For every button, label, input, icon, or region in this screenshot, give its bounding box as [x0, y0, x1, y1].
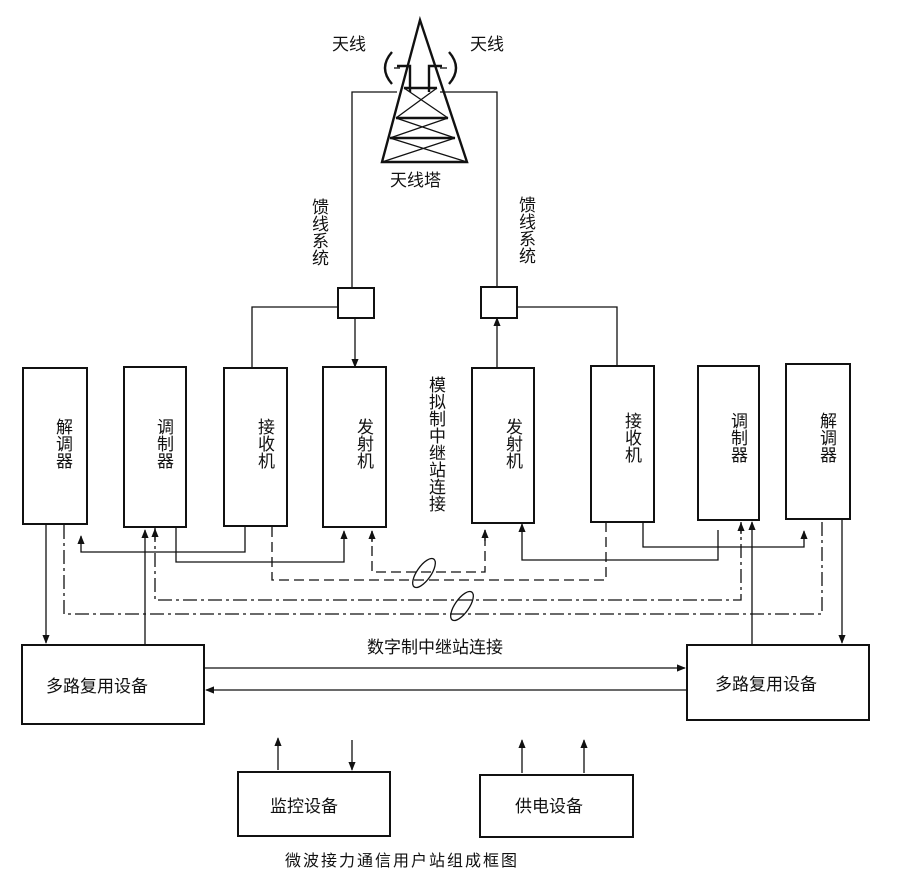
link-right-transmitter-right-modulator	[518, 523, 719, 561]
duplexer-left	[337, 287, 375, 319]
feeder-line-left	[351, 91, 397, 288]
link-left-modulator-left-transmitter	[175, 527, 348, 563]
right-demodulator-label: 解调器	[816, 412, 837, 463]
left-transmitter: 发射机	[322, 366, 387, 528]
left-modulator: 调制器	[123, 366, 187, 528]
right-receiver-label: 接收机	[621, 412, 642, 463]
analog-relay-line-2	[371, 530, 486, 573]
antenna-dish-right-icon	[440, 51, 458, 85]
link-duplexer-right-receiver	[517, 306, 618, 365]
monitor-equipment: 监控设备	[237, 771, 391, 837]
link-left-receiver-left-demodulator	[77, 527, 246, 553]
right-receiver: 接收机	[590, 365, 655, 523]
monitor-equipment-label: 监控设备	[270, 797, 338, 817]
link-duplexer-left-receiver	[251, 306, 338, 368]
antenna-label-left: 天线	[332, 35, 366, 55]
left-receiver: 接收机	[223, 367, 288, 527]
analog-relay-loop-icon	[412, 557, 436, 589]
feeder-label-right: 馈线系统	[515, 196, 536, 264]
duplexer-right	[480, 286, 518, 319]
analog-relay-label: 模拟制中继站连接	[425, 376, 446, 513]
right-multiplexer: 多路复用设备	[686, 644, 870, 721]
link-right-receiver-right-demodulator	[642, 522, 808, 548]
left-modulator-label: 调制器	[153, 418, 174, 469]
right-transmitter: 发射机	[471, 367, 535, 524]
digital-relay-loop-icon	[450, 590, 474, 622]
right-modulator: 调制器	[697, 365, 760, 521]
tower-label: 天线塔	[390, 171, 441, 191]
left-demodulator-label: 解调器	[52, 418, 73, 469]
right-demodulator: 解调器	[785, 363, 851, 520]
power-equipment: 供电设备	[479, 774, 634, 838]
digital-relay-line-lower	[63, 520, 823, 615]
left-transmitter-label: 发射机	[353, 418, 374, 469]
antenna-label-right: 天线	[470, 35, 504, 55]
diagram-caption: 微波接力通信用户站组成框图	[285, 851, 519, 870]
power-equipment-label: 供电设备	[515, 797, 583, 817]
left-multiplexer: 多路复用设备	[21, 644, 205, 725]
right-multiplexer-label: 多路复用设备	[715, 675, 817, 695]
feeder-line-right	[440, 91, 498, 287]
feeder-label-left: 馈线系统	[308, 198, 329, 266]
digital-relay-line-upper	[154, 522, 742, 601]
antenna-tower-icon	[380, 15, 469, 164]
antenna-dish-left-icon	[383, 51, 400, 85]
analog-relay-line	[271, 523, 607, 581]
digital-relay-label: 数字制中继站连接	[367, 638, 503, 658]
right-modulator-label: 调制器	[727, 412, 748, 463]
left-receiver-label: 接收机	[254, 418, 275, 469]
left-multiplexer-label: 多路复用设备	[46, 677, 148, 697]
right-transmitter-label: 发射机	[502, 418, 523, 469]
left-demodulator: 解调器	[22, 367, 88, 525]
